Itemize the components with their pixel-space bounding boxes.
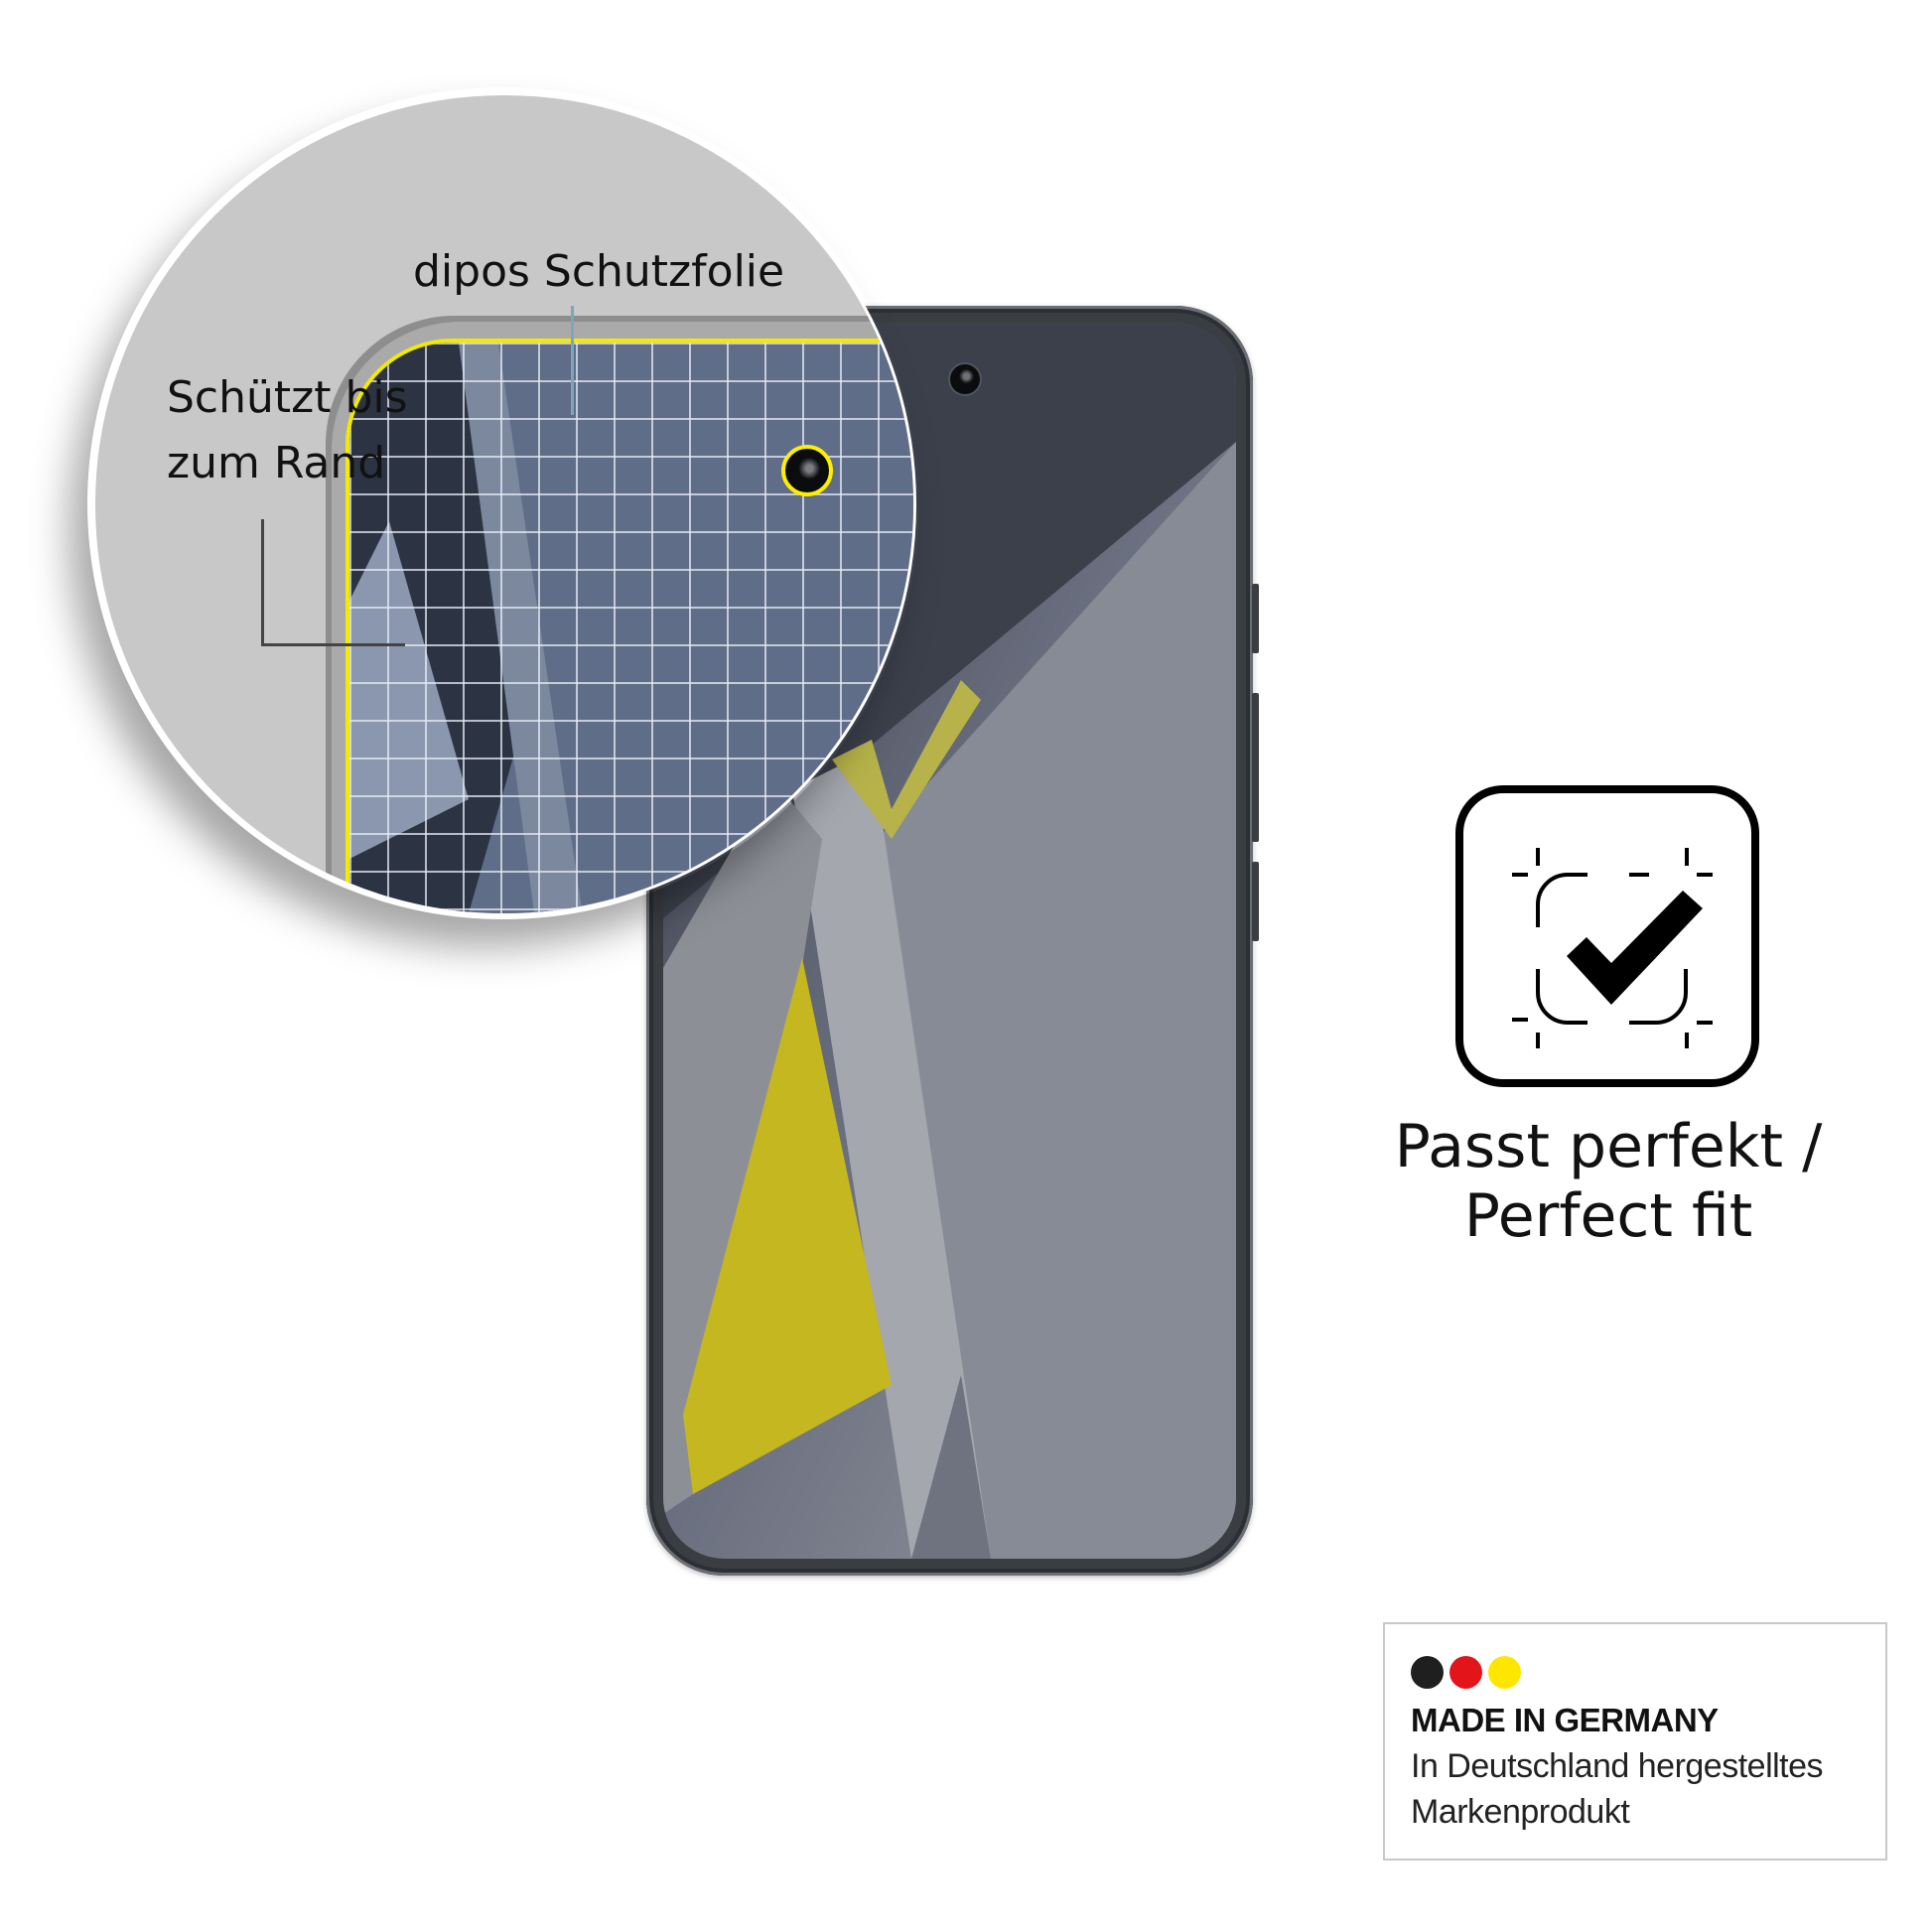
callout-line (261, 643, 405, 646)
callout-line (571, 306, 574, 415)
caption-line-en: Perfect fit (1463, 1181, 1753, 1251)
label-zum-rand: zum Rand (167, 438, 386, 488)
phone-side-button (1252, 862, 1259, 941)
phone-side-button (1252, 584, 1259, 653)
badge-subtitle-line1: In Deutschland hergestelltes (1411, 1747, 1824, 1785)
german-flag-dots (1411, 1656, 1521, 1689)
made-in-germany-badge: MADE IN GERMANY In Deutschland hergestel… (1383, 1622, 1887, 1861)
badge-subtitle: In Deutschland hergestelltes Markenprodu… (1411, 1743, 1824, 1835)
callout-line (261, 519, 264, 646)
label-schuetzt-bis: Schützt bis (167, 372, 408, 423)
badge-title: MADE IN GERMANY (1411, 1702, 1719, 1738)
zoomed-screen-protector (345, 339, 913, 913)
caption-line-de: Passt perfekt / (1394, 1112, 1823, 1181)
phone-side-button (1252, 693, 1259, 842)
badge-subtitle-line2: Markenprodukt (1411, 1793, 1630, 1831)
flag-dot-red (1449, 1656, 1482, 1689)
label-dipos-schutzfolie: dipos Schutzfolie (413, 246, 785, 297)
protector-grid (349, 343, 913, 913)
perfect-fit-caption: Passt perfekt / Perfect fit (1370, 1112, 1847, 1251)
magnifier-circle: dipos Schutzfolie Schützt bis zum Rand (92, 92, 916, 916)
flag-dot-gold (1488, 1656, 1521, 1689)
perfect-fit-check-icon (1455, 785, 1759, 1087)
zoomed-camera-cutout (781, 445, 833, 496)
flag-dot-black (1411, 1656, 1444, 1689)
front-camera (948, 362, 982, 396)
